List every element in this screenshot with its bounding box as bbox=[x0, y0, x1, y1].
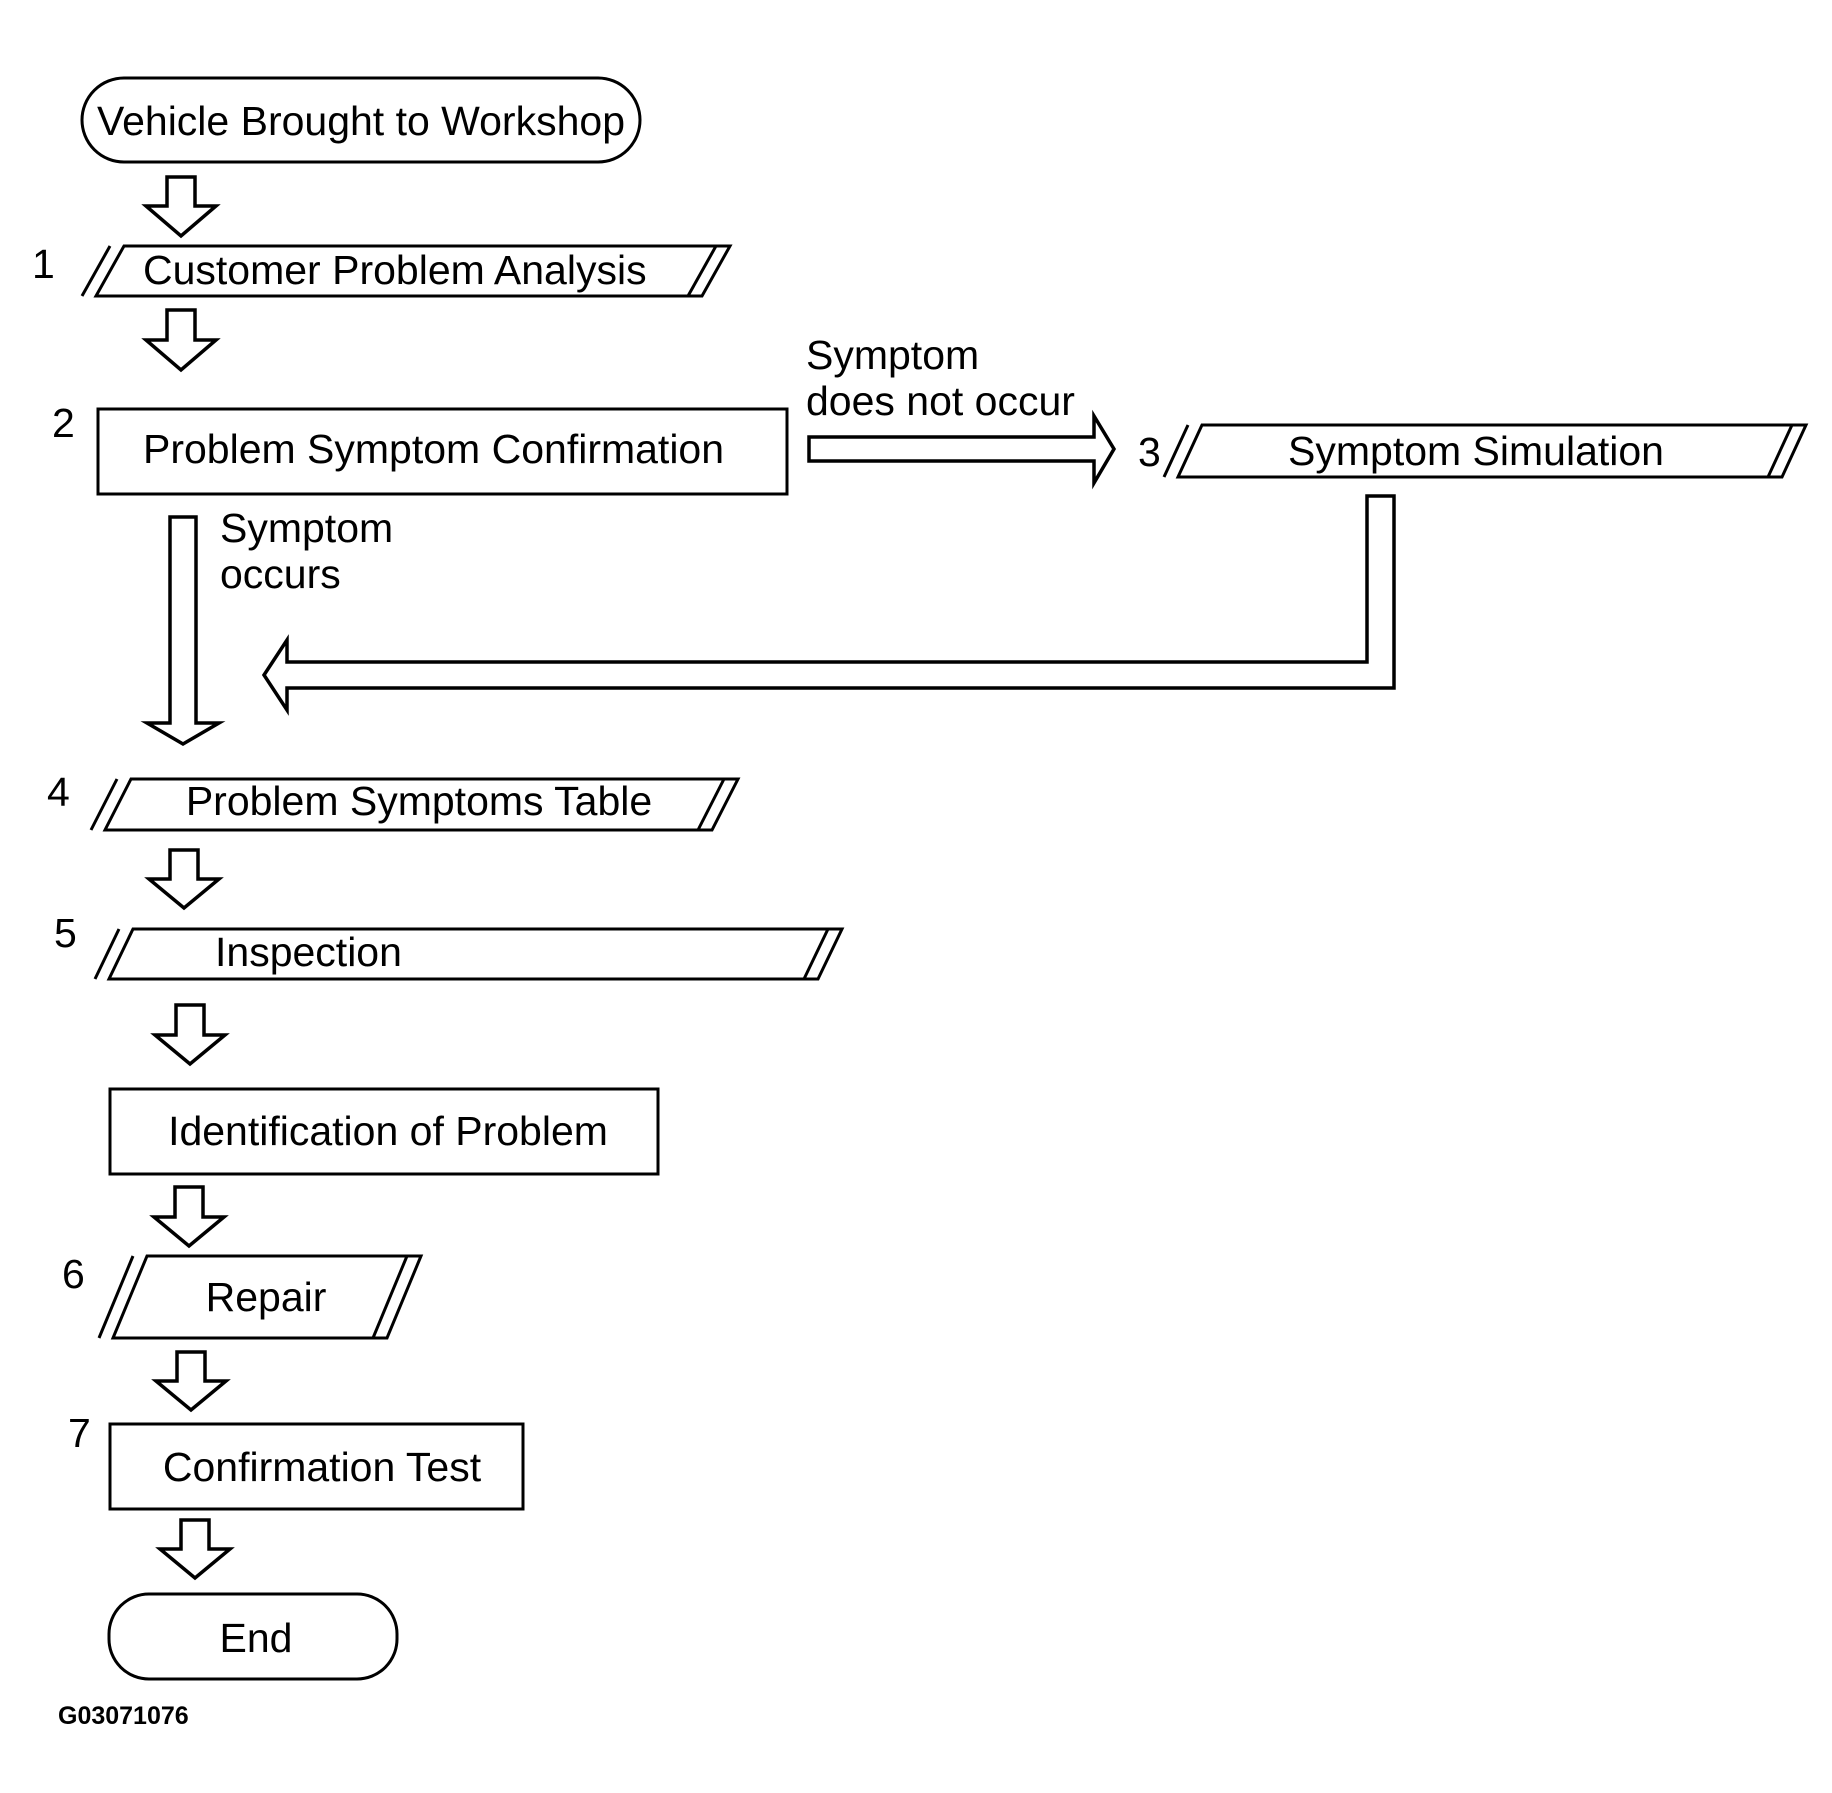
branch-label: Symptom bbox=[806, 332, 979, 378]
branch-symptom-occurs: Symptom occurs bbox=[140, 505, 393, 747]
step-repair: 6 Repair bbox=[62, 1251, 424, 1340]
down-arrow bbox=[155, 1518, 235, 1581]
step-label: Symptom Simulation bbox=[1288, 428, 1664, 474]
step-number: 1 bbox=[32, 241, 55, 287]
down-arrow bbox=[151, 1350, 231, 1413]
step-label: Problem Symptom Confirmation bbox=[143, 426, 724, 472]
step-symptom-simulation: 3 Symptom Simulation bbox=[1138, 423, 1809, 479]
step-inspection: 5 Inspection bbox=[54, 910, 845, 981]
step-problem-symptoms-table: 4 Problem Symptoms Table bbox=[47, 769, 741, 832]
end-node: End bbox=[107, 1592, 399, 1681]
right-arrow bbox=[807, 409, 1117, 490]
down-arrow bbox=[141, 308, 221, 373]
step-label: Customer Problem Analysis bbox=[143, 247, 647, 293]
branch-no-symptom: Symptom does not occur bbox=[806, 332, 1117, 490]
start-node: Vehicle Brought to Workshop bbox=[80, 76, 642, 164]
down-arrow bbox=[140, 515, 226, 747]
step-label: Repair bbox=[206, 1274, 327, 1320]
step-label: Identification of Problem bbox=[168, 1108, 608, 1154]
step-identification-of-problem: Identification of Problem bbox=[108, 1087, 660, 1176]
end-label: End bbox=[220, 1615, 293, 1661]
start-label: Vehicle Brought to Workshop bbox=[97, 98, 625, 144]
down-arrow bbox=[149, 1185, 229, 1249]
step-number: 3 bbox=[1138, 429, 1161, 475]
step-label: Inspection bbox=[215, 929, 402, 975]
step-customer-problem-analysis: 1 Customer Problem Analysis bbox=[32, 241, 733, 298]
down-arrow bbox=[141, 175, 221, 239]
step-problem-symptom-confirmation: 2 Problem Symptom Confirmation bbox=[52, 400, 789, 496]
branch-label: occurs bbox=[220, 551, 341, 597]
step-number: 4 bbox=[47, 769, 70, 815]
step-number: 2 bbox=[52, 400, 75, 446]
branch-label: does not occur bbox=[806, 378, 1075, 424]
step-number: 5 bbox=[54, 910, 77, 956]
step-number: 7 bbox=[68, 1410, 91, 1456]
return-arrow bbox=[261, 494, 1396, 716]
step-number: 6 bbox=[62, 1251, 85, 1297]
step-label: Confirmation Test bbox=[163, 1444, 482, 1490]
down-arrow bbox=[144, 848, 224, 911]
figure-code: G03071076 bbox=[58, 1702, 189, 1730]
down-arrow bbox=[150, 1003, 230, 1067]
branch-label: Symptom bbox=[220, 505, 393, 551]
step-label: Problem Symptoms Table bbox=[186, 778, 652, 824]
step-confirmation-test: 7 Confirmation Test bbox=[68, 1410, 525, 1511]
